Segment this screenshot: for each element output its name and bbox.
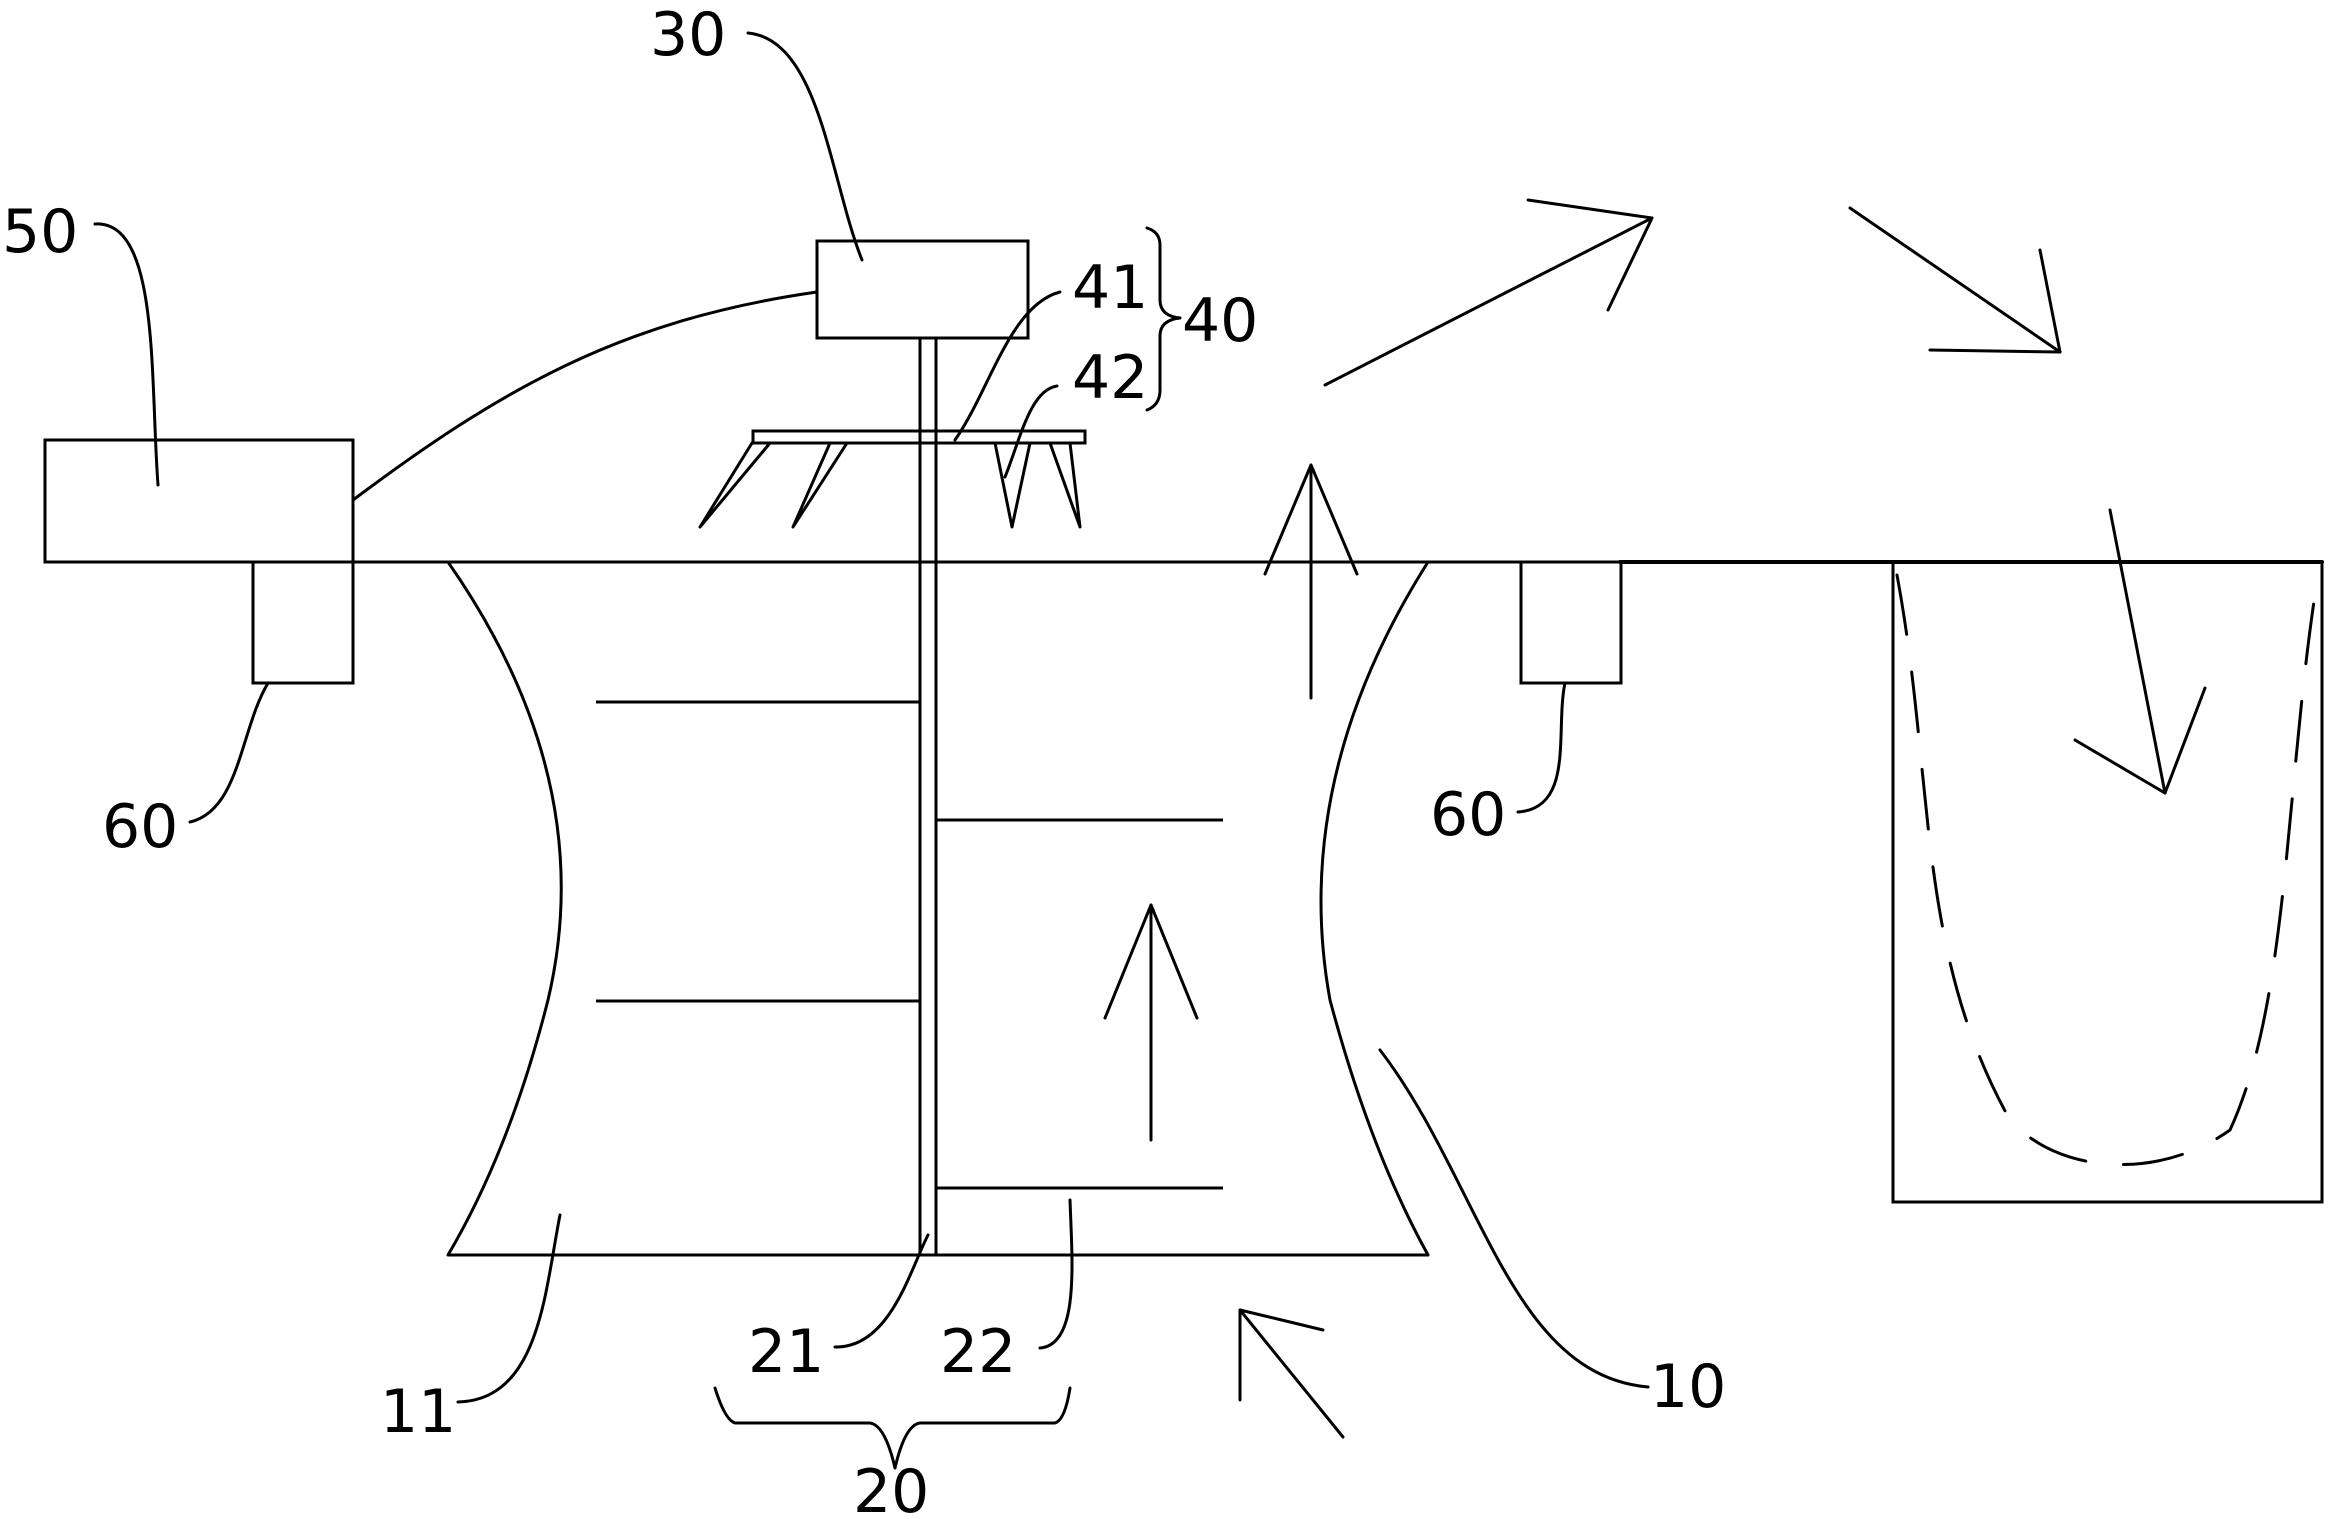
leader-41 [953, 290, 1062, 442]
flow-arrow-down [2073, 508, 2207, 795]
label-30: 30 [650, 0, 726, 70]
leader-10 [1378, 1048, 1650, 1389]
leader-11 [456, 1213, 562, 1404]
leader-22 [1038, 1198, 1074, 1350]
rake-tine-4 [1048, 441, 1082, 529]
label-40: 40 [1182, 286, 1258, 356]
leader-50 [93, 222, 160, 487]
rake-bar-41 [751, 429, 1087, 445]
box-50 [43, 438, 355, 564]
cable-50-to-30 [351, 290, 819, 502]
leader-21 [833, 1233, 930, 1349]
label-42: 42 [1072, 343, 1148, 413]
vessel-wall-right [1319, 560, 1430, 1257]
flow-arrow-up-lower [1103, 903, 1199, 1142]
flow-arrow-diagonal-down-right [1848, 206, 2062, 354]
leader-30 [746, 31, 864, 262]
flow-arrow-diagonal-up-right [1323, 198, 1654, 387]
rake-tine-2 [791, 441, 849, 529]
collection-tank [1891, 560, 2324, 1204]
flow-arrow-up-upper [1263, 463, 1359, 700]
label-20: 20 [853, 1457, 929, 1519]
rake-tine-3 [993, 441, 1032, 529]
leader-42 [1003, 384, 1059, 479]
label-10: 10 [1650, 1352, 1726, 1422]
box-30 [815, 239, 1030, 340]
label-60-left: 60 [102, 792, 178, 862]
label-60-right: 60 [1430, 780, 1506, 850]
tank-flow-dashed [1895, 573, 2320, 1167]
rake-tine-1 [698, 441, 772, 529]
label-22: 22 [940, 1317, 1016, 1387]
box-60-right [1519, 560, 1623, 685]
flow-arrow-inlet [1238, 1308, 1345, 1439]
label-50: 50 [2, 197, 78, 267]
brace-20 [713, 1386, 1072, 1470]
box-60-left [251, 560, 355, 685]
label-41: 41 [1072, 253, 1148, 323]
leader-60-right [1516, 681, 1567, 814]
vessel-wall-left [446, 560, 563, 1257]
leader-60-left [188, 681, 270, 824]
brace-40 [1145, 226, 1182, 412]
label-11: 11 [380, 1377, 456, 1447]
label-21: 21 [748, 1317, 824, 1387]
